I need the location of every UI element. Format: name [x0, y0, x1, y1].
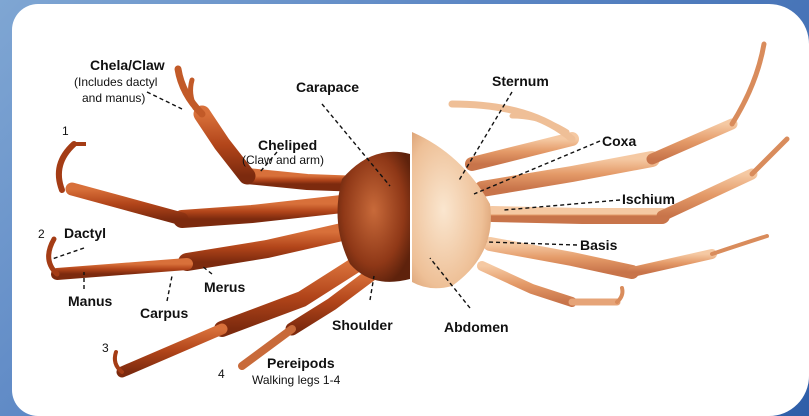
label-basis: Basis — [580, 237, 618, 253]
label-shoulder: Shoulder — [332, 317, 393, 333]
label-chela: Chela/Claw — [90, 57, 165, 73]
label-cheliped-sub: (Claw and arm) — [242, 153, 324, 167]
ventral-leg-3 — [490, 236, 767, 272]
leg-number-1: 1 — [62, 124, 69, 138]
label-cheliped: Cheliped — [258, 137, 317, 153]
ventral-crab-half — [412, 44, 787, 302]
label-coxa: Coxa — [602, 133, 636, 149]
leg-number-2: 2 — [38, 227, 45, 241]
label-carapace: Carapace — [296, 79, 359, 95]
diagram-panel: Chela/Claw (Includes dactyl and manus) C… — [12, 4, 809, 416]
leg-number-4: 4 — [218, 367, 225, 381]
label-sternum: Sternum — [492, 73, 549, 89]
label-dactyl: Dactyl — [64, 225, 106, 241]
label-chela-sub2: and manus) — [82, 91, 145, 105]
label-pereipods: Pereipods — [267, 355, 335, 371]
ventral-cheliped — [452, 104, 572, 164]
label-pereipods-sub: Walking legs 1-4 — [252, 373, 341, 387]
label-chela-sub1: (Includes dactyl — [74, 75, 157, 89]
label-abdomen: Abdomen — [444, 319, 509, 335]
label-ischium: Ischium — [622, 191, 675, 207]
label-carpus: Carpus — [140, 305, 188, 321]
label-manus: Manus — [68, 293, 113, 309]
crab-anatomy-diagram: Chela/Claw (Includes dactyl and manus) C… — [12, 4, 809, 416]
leg-number-3: 3 — [102, 341, 109, 355]
label-merus: Merus — [204, 279, 245, 295]
